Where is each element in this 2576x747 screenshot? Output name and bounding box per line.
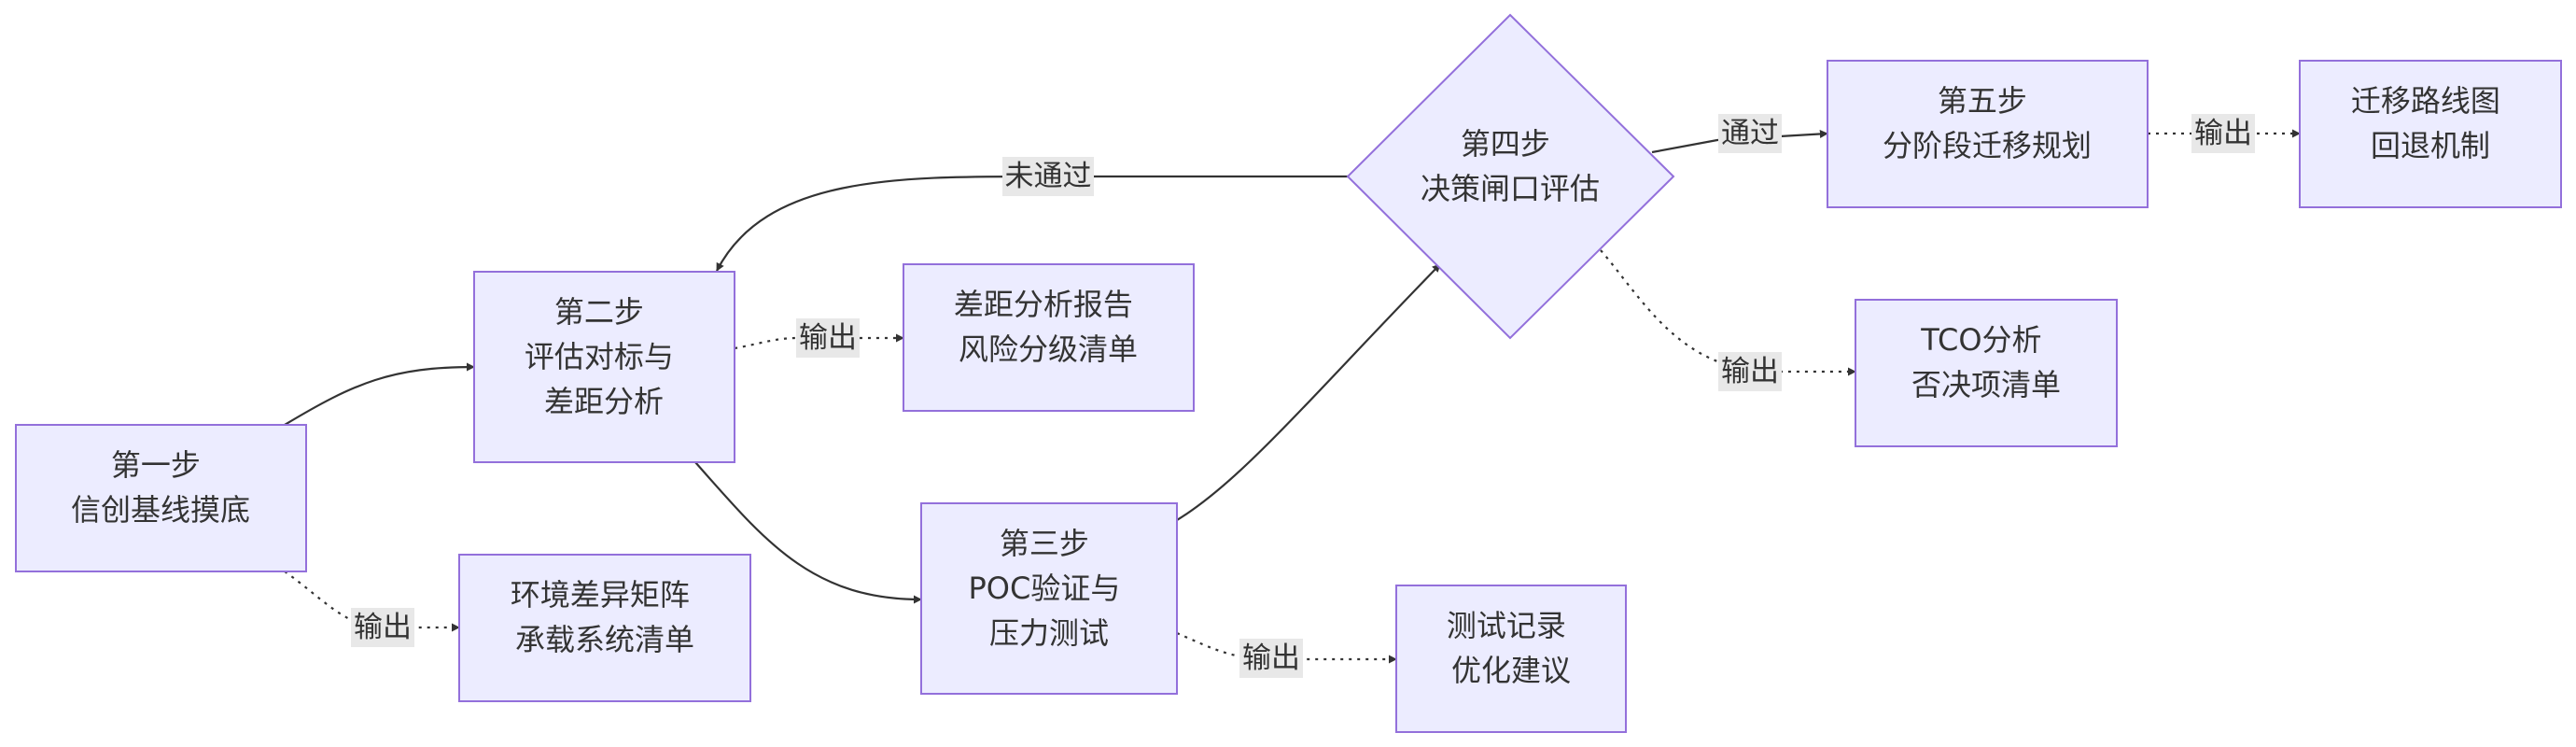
node-out5-line: 回退机制 xyxy=(2371,128,2490,163)
node-step2-line: 第二步 xyxy=(554,294,644,330)
edge-label-text: 输出 xyxy=(1242,641,1300,675)
node-step5-label: 第五步 分阶段迁移规划 xyxy=(1883,83,2092,163)
edge-label-out5: 输出 xyxy=(2191,114,2255,153)
edge-step4-to-step5 xyxy=(1651,129,1828,154)
node-step3-line: 第三步 xyxy=(1000,526,1089,561)
edge-step2-to-step3 xyxy=(694,461,922,604)
node-out2: 差距分析报告 风险分级清单 xyxy=(903,263,1195,412)
edge-label-text: 输出 xyxy=(799,321,857,355)
node-step1-label: 第一步 信创基线摸底 xyxy=(71,447,250,528)
node-step2: 第二步 评估对标与 差距分析 xyxy=(473,271,735,463)
node-out5: 迁移路线图 回退机制 xyxy=(2299,60,2562,208)
node-step5-line: 第五步 xyxy=(1938,83,2027,119)
node-step2-line: 差距分析 xyxy=(544,384,664,419)
node-step5-line: 分阶段迁移规划 xyxy=(1883,128,2092,163)
node-out3: 测试记录 优化建议 xyxy=(1395,585,1627,733)
node-out4-line: TCO分析 xyxy=(1920,322,2041,358)
node-out5-label: 迁移路线图 回退机制 xyxy=(2351,83,2510,163)
node-out3-label: 测试记录 优化建议 xyxy=(1447,608,1575,688)
node-step3-line: 压力测试 xyxy=(989,615,1109,651)
edge-label-text: 输出 xyxy=(2194,117,2252,150)
edge-label-out4: 输出 xyxy=(1718,352,1782,391)
node-out2-line: 风险分级清单 xyxy=(959,331,1138,367)
edge-label-text: 通过 xyxy=(1721,117,1779,150)
node-out1: 环境差异矩阵 承载系统清单 xyxy=(458,554,751,702)
node-out1-label: 环境差异矩阵 承载系统清单 xyxy=(511,577,699,657)
node-out4-label: TCO分析 否决项清单 xyxy=(1911,322,2061,402)
node-step4: 第四步 决策闸口评估 xyxy=(1346,13,1675,340)
node-step3-label: 第三步 POC验证与 压力测试 xyxy=(968,526,1129,651)
node-step1-line: 信创基线摸底 xyxy=(71,492,250,528)
edge-label-out3: 输出 xyxy=(1239,639,1303,678)
node-step3: 第三步 POC验证与 压力测试 xyxy=(920,502,1178,695)
node-out4-line: 否决项清单 xyxy=(1911,367,2061,402)
node-out2-label: 差距分析报告 风险分级清单 xyxy=(954,287,1142,367)
edge-step4-to-out4 xyxy=(1600,249,1856,376)
edge-label-pass: 通过 xyxy=(1718,114,1782,153)
node-step2-line: 评估对标与 xyxy=(525,339,674,374)
edge-label-out1: 输出 xyxy=(351,608,414,647)
edge-step1-to-step2 xyxy=(284,362,475,426)
node-out3-line: 优化建议 xyxy=(1451,653,1571,688)
edge-label-text: 未通过 xyxy=(1005,160,1092,193)
edge-step4-to-step2 xyxy=(716,175,1350,272)
node-out3-line: 测试记录 xyxy=(1447,608,1566,643)
node-step4-line: 决策闸口评估 xyxy=(1421,171,1600,206)
node-step2-label: 第二步 评估对标与 差距分析 xyxy=(525,294,683,419)
edge-label-out2: 输出 xyxy=(796,318,860,358)
node-step3-line: POC验证与 xyxy=(968,571,1120,606)
node-out5-line: 迁移路线图 xyxy=(2351,83,2500,119)
node-step4-line: 第四步 xyxy=(1461,126,1550,162)
edge-label-text: 输出 xyxy=(354,611,412,644)
node-out1-line: 环境差异矩阵 xyxy=(511,577,690,613)
edge-label-text: 输出 xyxy=(1721,355,1779,388)
node-step1: 第一步 信创基线摸底 xyxy=(15,424,307,572)
node-out1-line: 承载系统清单 xyxy=(515,622,694,657)
node-step1-line: 第一步 xyxy=(111,447,201,483)
node-step4-label: 第四步 决策闸口评估 xyxy=(1421,126,1600,206)
node-out2-line: 差距分析报告 xyxy=(954,287,1133,322)
edge-label-fail: 未通过 xyxy=(1002,157,1094,196)
node-out4: TCO分析 否决项清单 xyxy=(1855,299,2118,447)
node-step5: 第五步 分阶段迁移规划 xyxy=(1827,60,2149,208)
edge-step3-to-step4 xyxy=(1176,263,1441,521)
